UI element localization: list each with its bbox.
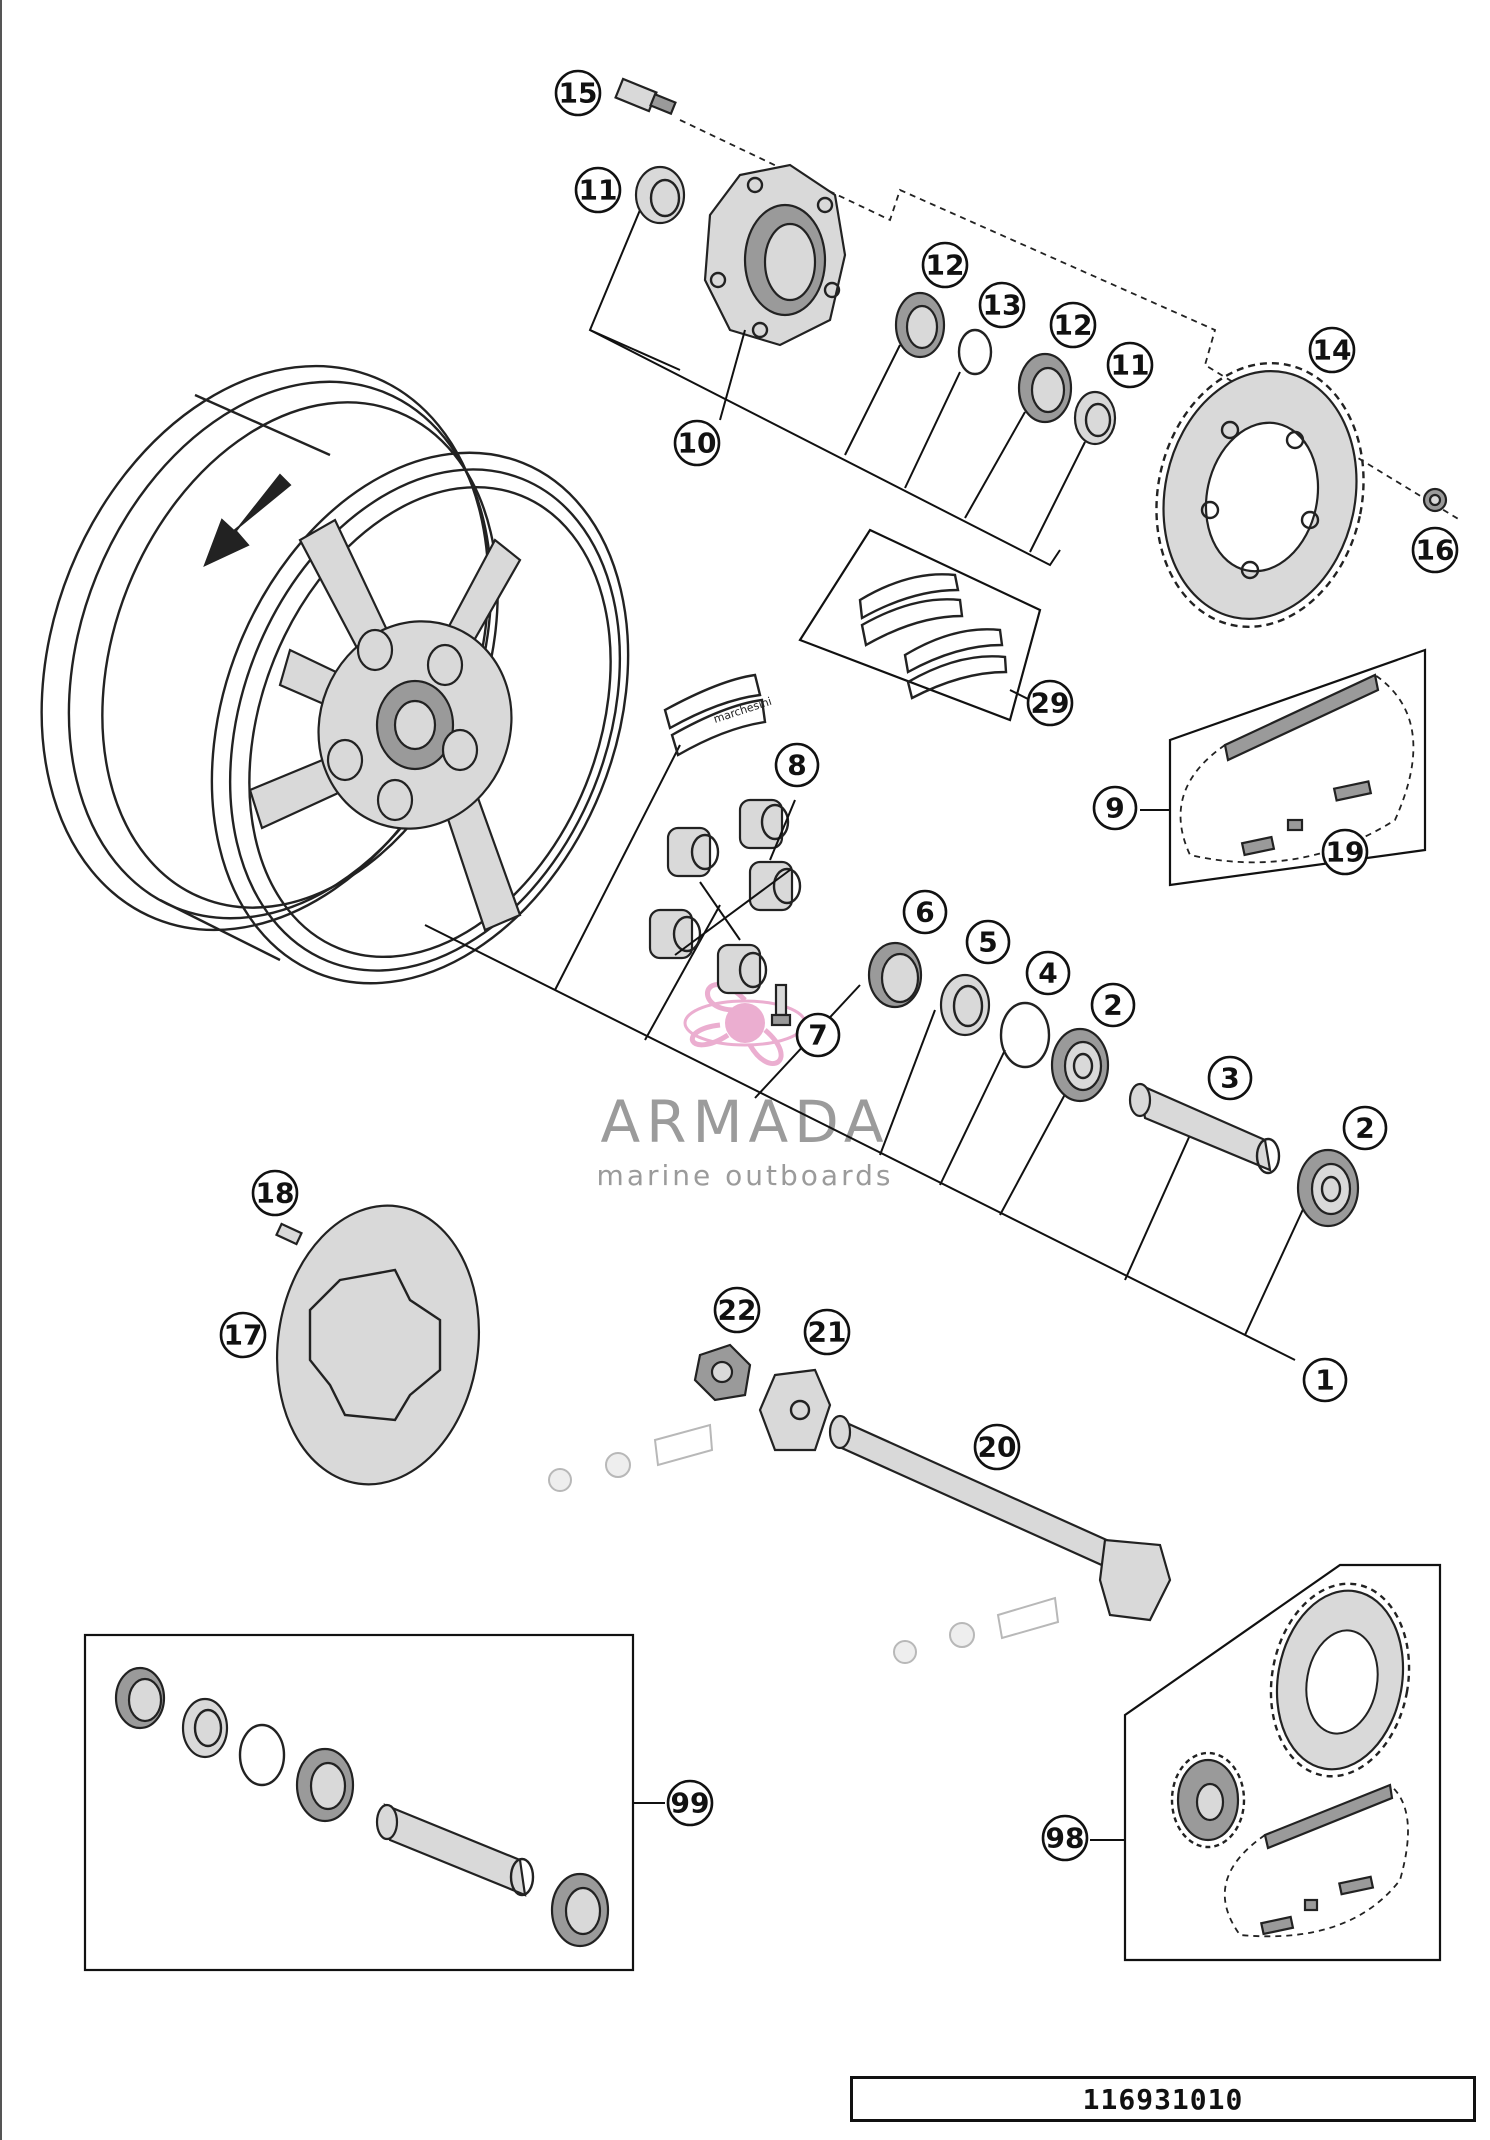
part-number-box: 116931010	[850, 2076, 1476, 2122]
svg-text:11: 11	[579, 174, 618, 207]
svg-text:18: 18	[256, 1177, 295, 1210]
brake-disc	[275, 1204, 481, 1486]
callout-2a: 2	[1090, 982, 1136, 1028]
chain-sprocket-kit-98	[1090, 1563, 1442, 1962]
callout-22: 22	[713, 1286, 761, 1334]
svg-text:14: 14	[1313, 334, 1352, 367]
watermark-brand: ARMADA	[600, 1088, 889, 1156]
callout-21: 21	[803, 1308, 851, 1356]
callout-99: 99	[666, 1779, 714, 1827]
callout-8: 8	[774, 742, 820, 788]
callout-6: 6	[902, 889, 948, 935]
svg-text:29: 29	[1031, 687, 1070, 720]
svg-text:9: 9	[1105, 792, 1124, 825]
callout-10: 10	[673, 419, 721, 467]
svg-text:2: 2	[1355, 1112, 1374, 1145]
callout-3: 3	[1207, 1055, 1253, 1101]
axle-assembly-leaders	[424, 744, 1306, 1361]
svg-text:1: 1	[1315, 1364, 1334, 1397]
svg-text:20: 20	[978, 1431, 1017, 1464]
callout-14: 14	[1308, 326, 1356, 374]
callout-13: 13	[978, 281, 1026, 329]
bearing-kit-99	[83, 1633, 665, 1972]
callout-7: 7	[795, 1012, 841, 1058]
svg-text:11: 11	[1111, 349, 1150, 382]
rim-sticker-pair: marchesini	[663, 673, 773, 757]
page-left-border	[0, 0, 2, 2140]
svg-text:13: 13	[983, 289, 1022, 322]
rear-sprocket	[1155, 361, 1448, 629]
callout-29: 29	[1026, 679, 1074, 727]
callout-12a: 12	[921, 241, 969, 289]
callout-17: 17	[219, 1311, 267, 1359]
armada-watermark: ARMADA marine outboards	[597, 982, 894, 1192]
svg-text:12: 12	[926, 249, 965, 282]
svg-text:8: 8	[787, 749, 806, 782]
callout-12b: 12	[1049, 301, 1097, 349]
svg-text:12: 12	[1054, 309, 1093, 342]
callout-19: 19	[1321, 828, 1369, 876]
svg-text:16: 16	[1416, 534, 1455, 567]
callout-5: 5	[965, 919, 1011, 965]
callout-2b: 2	[1342, 1105, 1388, 1151]
svg-text:2: 2	[1103, 989, 1122, 1022]
cush-drive-dampers	[648, 798, 802, 995]
callout-11b: 11	[1106, 341, 1154, 389]
sprocket-bolt	[614, 77, 677, 116]
callout-15: 15	[554, 69, 602, 117]
svg-text:98: 98	[1046, 1822, 1085, 1855]
callout-4: 4	[1025, 950, 1071, 996]
svg-text:19: 19	[1326, 836, 1365, 869]
svg-text:4: 4	[1038, 957, 1057, 990]
callout-98: 98	[1041, 1814, 1089, 1862]
rear-axle	[548, 1343, 1172, 1664]
tire-valve	[770, 983, 792, 1027]
svg-text:10: 10	[678, 427, 717, 460]
svg-text:22: 22	[718, 1294, 757, 1327]
callout-11a: 11	[574, 166, 622, 214]
callout-16: 16	[1411, 526, 1459, 574]
svg-text:6: 6	[915, 896, 934, 929]
callout-20: 20	[973, 1423, 1021, 1471]
svg-text:21: 21	[808, 1316, 847, 1349]
rear-wheel-rim	[40, 364, 630, 985]
callout-18: 18	[251, 1169, 299, 1217]
watermark-tagline: marine outboards	[597, 1159, 894, 1192]
callout-9: 9	[1092, 785, 1138, 831]
part-number: 116931010	[1082, 2082, 1244, 2116]
axle-parts	[867, 941, 1360, 1228]
svg-text:99: 99	[671, 1787, 710, 1820]
sticker-set	[798, 528, 1042, 722]
svg-text:17: 17	[224, 1319, 263, 1352]
svg-text:7: 7	[808, 1019, 827, 1052]
callout-1: 1	[1302, 1357, 1348, 1403]
svg-text:3: 3	[1220, 1062, 1239, 1095]
svg-text:15: 15	[559, 77, 598, 110]
chain-kit	[1140, 648, 1427, 887]
svg-text:5: 5	[978, 926, 997, 959]
